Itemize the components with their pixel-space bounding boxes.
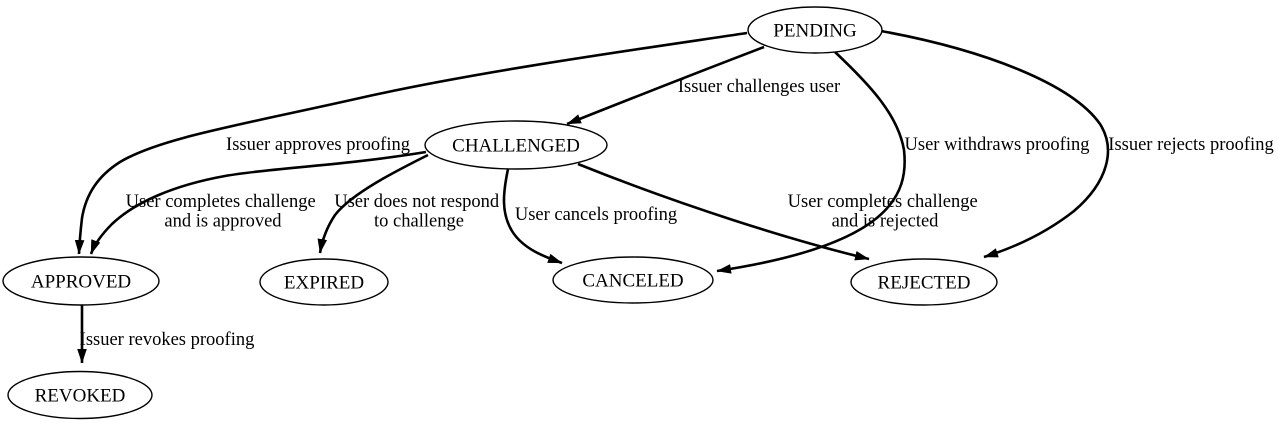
state-node-expired: EXPIRED	[259, 258, 389, 306]
challenged-label: CHALLENGED	[452, 136, 580, 157]
rejected-ellipse	[850, 258, 998, 306]
approved-ellipse	[2, 256, 160, 306]
edge-challenged-expired	[317, 153, 429, 254]
challenged-ellipse	[424, 120, 608, 170]
edge-label-line: User completes challenge	[126, 192, 316, 212]
edge-label-user-withdraws-proofing: User withdraws proofing	[905, 135, 1090, 155]
edge-label-user-does-not-respond: User does not respond to challenge	[334, 192, 504, 232]
state-node-challenged: CHALLENGED	[424, 120, 608, 170]
edge-label-line: and is rejected	[832, 212, 940, 232]
pending-label: PENDING	[773, 21, 857, 42]
edge-pending-canceled	[716, 51, 906, 274]
edge-label-line: to challenge	[374, 212, 464, 232]
edge-pending-rejected	[880, 29, 1110, 259]
edge-label-line: and is approved	[164, 212, 282, 232]
state-node-pending: PENDING	[747, 6, 883, 54]
edge-pending-approved	[74, 31, 748, 255]
edge-label-issuer-revokes-proofing: Issuer revokes proofing	[80, 330, 255, 350]
edge-challenged-approved	[89, 150, 427, 255]
edge-label-issuer-approves-proofing: Issuer approves proofing	[226, 135, 410, 155]
state-node-rejected: REJECTED	[850, 258, 998, 306]
edge-challenged-rejected	[577, 162, 870, 261]
edge-label-issuer-rejects-proofing: Issuer rejects proofing	[1108, 135, 1273, 155]
revoked-label: REVOKED	[35, 386, 126, 407]
edge-label-user-cancels-proofing: User cancels proofing	[515, 205, 677, 225]
revoked-ellipse	[7, 370, 153, 420]
canceled-ellipse	[552, 256, 714, 304]
pending-ellipse	[747, 6, 883, 54]
edge-label-issuer-challenges-user: Issuer challenges user	[678, 77, 840, 97]
expired-label: EXPIRED	[284, 273, 364, 294]
edge-label-user-completes-approved: User completes challenge and is approved	[126, 192, 321, 232]
state-node-approved: APPROVED	[2, 256, 160, 306]
expired-ellipse	[259, 258, 389, 306]
edge-challenged-canceled	[502, 168, 563, 265]
state-node-canceled: CANCELED	[552, 256, 714, 304]
edge-label-user-completes-rejected: User completes challenge and is rejected	[788, 192, 983, 232]
edge-label-line: User completes challenge	[788, 192, 978, 212]
state-node-revoked: REVOKED	[7, 370, 153, 420]
canceled-label: CANCELED	[582, 271, 683, 292]
edge-pending-challenged	[566, 45, 765, 126]
rejected-label: REJECTED	[878, 273, 971, 294]
edge-label-line: User does not respond	[334, 192, 500, 212]
approved-label: APPROVED	[31, 272, 131, 293]
